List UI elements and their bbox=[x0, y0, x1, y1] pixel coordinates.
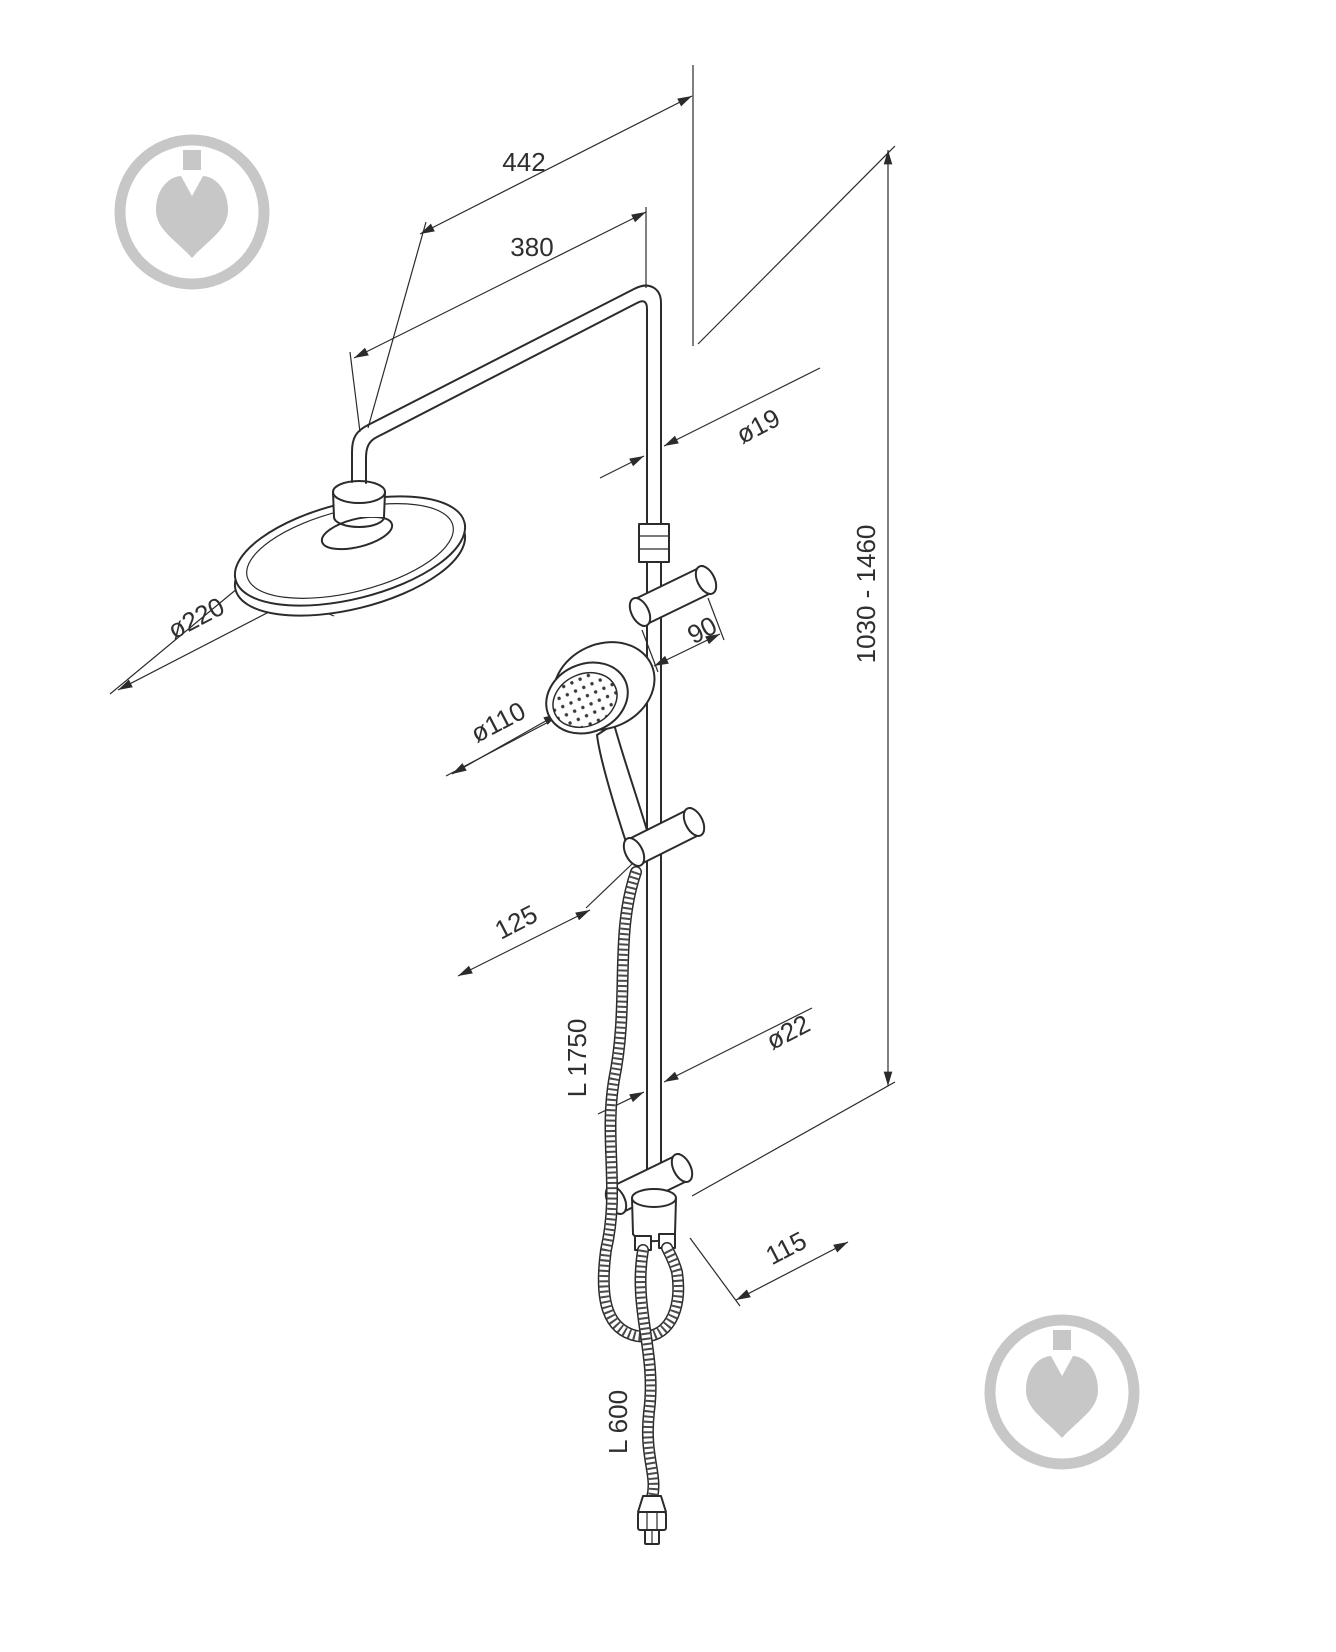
dimension-label-380: 380 bbox=[510, 232, 553, 262]
hand-shower bbox=[545, 641, 656, 849]
watermark-ring bbox=[114, 134, 270, 290]
dimension-short-hose: L 600 bbox=[603, 1390, 633, 1454]
dimension-label-90: 90 bbox=[682, 610, 722, 650]
long-hose bbox=[597, 866, 685, 1343]
dimension-label-l600: L 600 bbox=[603, 1390, 633, 1454]
dimension-lower-bracket: 115 bbox=[689, 1225, 849, 1307]
dimension-riser-diameter: ø19 bbox=[599, 367, 821, 479]
upper-slider-bracket bbox=[628, 565, 718, 627]
dimension-label-d22: ø22 bbox=[761, 1008, 815, 1055]
dimension-height-range: 1030 - 1460 bbox=[691, 145, 896, 1197]
dimension-label-d19: ø19 bbox=[731, 402, 785, 449]
short-hose bbox=[634, 1244, 660, 1504]
watermark-stem bbox=[183, 150, 201, 170]
bottom-elbow bbox=[631, 1188, 677, 1251]
dimension-label-height-range: 1030 - 1460 bbox=[851, 525, 881, 664]
rain-shower-head bbox=[233, 480, 467, 617]
brand-watermark-icon bbox=[984, 1314, 1140, 1470]
dimension-label-d110: ø110 bbox=[466, 695, 531, 748]
watermark-ring bbox=[984, 1314, 1140, 1470]
dimension-lower-pipe-diameter: ø22 bbox=[597, 1007, 815, 1115]
watermark-stem bbox=[1053, 1330, 1071, 1350]
dimension-label-115: 115 bbox=[761, 1225, 812, 1271]
brand-watermark-icon bbox=[114, 134, 270, 290]
hand-shower-holder bbox=[622, 807, 706, 867]
dimension-label-l1750: L 1750 bbox=[562, 1019, 592, 1098]
dimension-long-hose: L 1750 bbox=[562, 1019, 592, 1098]
riser-pipe bbox=[646, 335, 662, 1197]
hand-shower-spray-face bbox=[552, 671, 618, 729]
shower-system-drawing bbox=[233, 284, 718, 1545]
hand-shower-handle bbox=[596, 723, 651, 849]
pipe-coupling bbox=[638, 523, 670, 563]
hose-fitting bbox=[637, 1495, 667, 1545]
watermark-drop bbox=[1026, 1356, 1098, 1438]
dimension-label-442: 442 bbox=[502, 147, 545, 177]
dimension-label-d220: ø220 bbox=[163, 591, 229, 645]
watermark-drop bbox=[156, 176, 228, 258]
shower-arm bbox=[351, 284, 662, 484]
dimension-holder-offset: 125 bbox=[457, 863, 633, 977]
dimension-arm-length: 380 bbox=[349, 207, 647, 433]
